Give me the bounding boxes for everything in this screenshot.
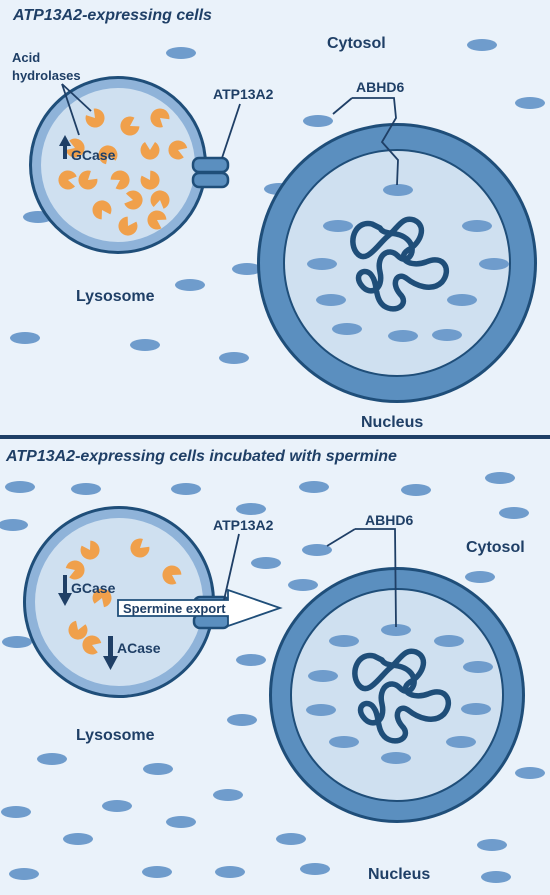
bottom-leader-lines [223, 528, 397, 628]
top-nucleus-vesicles [307, 184, 509, 342]
top-nucleus [257, 123, 537, 403]
top-leader-lines [61, 83, 399, 186]
bottom-nucleus [269, 567, 525, 823]
top-panel-title: ATP13A2-expressing cells [12, 7, 212, 24]
top-lysosome-label: Lysosome [76, 288, 155, 305]
top-chromatin-icon [350, 216, 449, 312]
top-acid-label-line2: hydrolases [12, 68, 81, 83]
bottom-nucleus-label: Nucleus [368, 866, 430, 883]
bottom-nucleus-vesicles [306, 624, 493, 764]
bottom-chromatin-icon [352, 648, 451, 744]
bottom-abhd6-label: ABHD6 [365, 512, 413, 528]
top-atp13a2-transporter [191, 156, 230, 189]
top-abhd6-label: ABHD6 [356, 79, 404, 95]
top-atp13a2-label: ATP13A2 [213, 86, 274, 102]
panel-divider [0, 435, 550, 439]
spermine-export-arrow [117, 588, 283, 628]
bottom-acase-down-arrow-icon [103, 636, 118, 670]
bottom-gcase-down-arrow-icon [58, 575, 72, 606]
bottom-gcase-label: GCase [71, 580, 116, 596]
bottom-atp13a2-label: ATP13A2 [213, 517, 274, 533]
spermine-export-label: Spermine export [123, 601, 226, 616]
bottom-lysosome-label: Lysosome [76, 727, 155, 744]
bottom-cytosol-vesicles [0, 472, 545, 883]
top-cytosol-label: Cytosol [327, 35, 386, 52]
top-acid-label-line1: Acid [12, 50, 40, 65]
top-gcase-label: GCase [71, 147, 116, 163]
top-lysosome [29, 76, 207, 254]
bottom-acase-label: ACase [117, 640, 161, 656]
top-gcase-up-arrow-icon [59, 135, 71, 159]
bottom-panel-title: ATP13A2-expressing cells incubated with … [5, 448, 397, 465]
bottom-cytosol-label: Cytosol [466, 539, 525, 556]
top-nucleus-label: Nucleus [361, 414, 423, 431]
